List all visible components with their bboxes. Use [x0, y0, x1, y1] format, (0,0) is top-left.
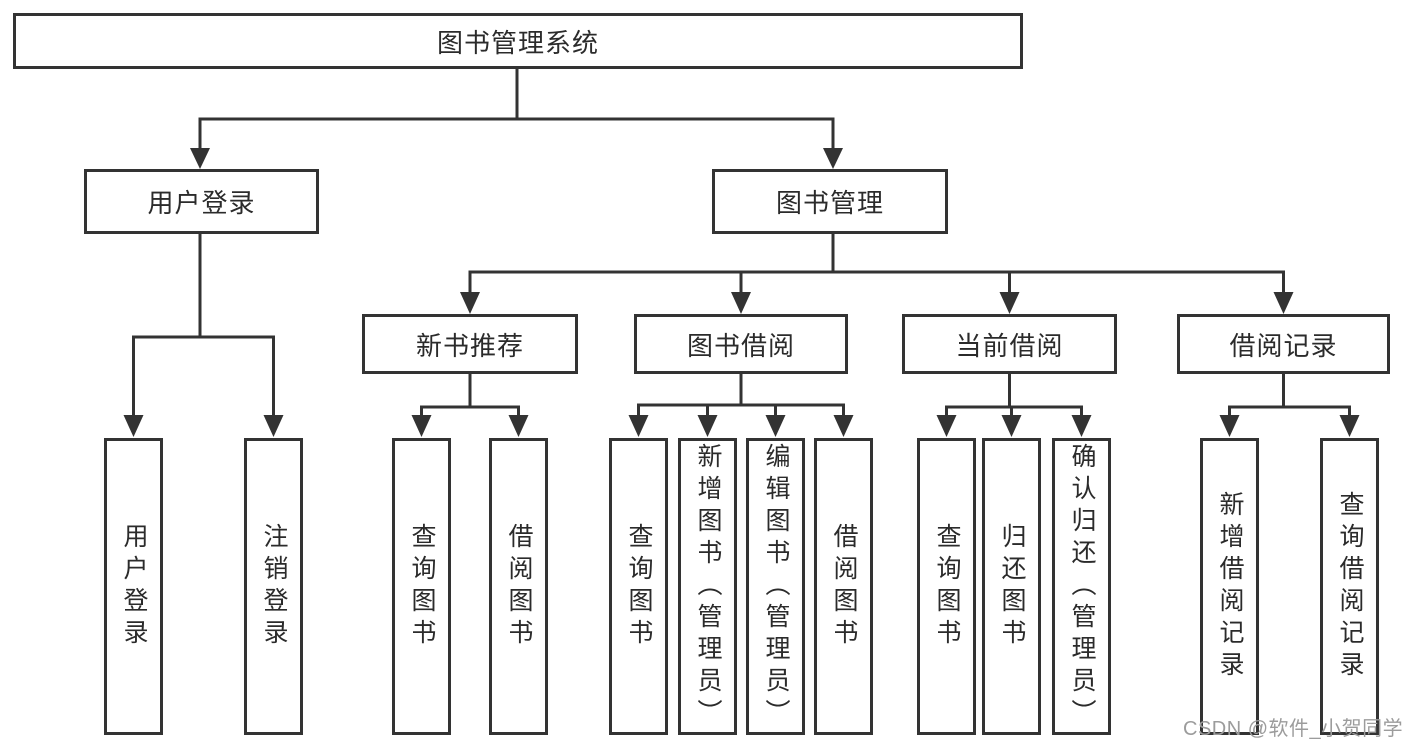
book-borrow-connectors	[628, 373, 854, 437]
node-book-mgmt: 图书管理	[712, 169, 948, 234]
node-new-book-recommend-label: 新书推荐	[415, 330, 524, 361]
borrow-records-connectors	[1219, 373, 1360, 437]
new-book-recommend-connectors	[411, 373, 529, 437]
leaf-query-books-recommend: 查询图书	[392, 438, 451, 735]
node-new-book-recommend: 新书推荐	[362, 314, 578, 374]
leaf-add-book-admin: 新增图书（管理员）	[678, 438, 737, 735]
node-current-borrow-label: 当前借阅	[955, 330, 1064, 361]
node-current-borrow: 当前借阅	[902, 314, 1117, 374]
node-root: 图书管理系统	[13, 13, 1023, 69]
root-connectors	[190, 69, 843, 169]
leaf-query-borrow-record: 查询借阅记录	[1320, 438, 1379, 735]
node-borrow-records: 借阅记录	[1177, 314, 1390, 374]
leaf-borrow-books: 借阅图书	[814, 438, 873, 735]
leaf-edit-book-admin: 编辑图书（管理员）	[746, 438, 805, 735]
leaf-query-books-borrow: 查询图书	[609, 438, 668, 735]
user-login-connectors	[123, 234, 284, 437]
csdn-watermark: CSDN @软件_小贺同学	[1183, 718, 1404, 740]
book-mgmt-connectors	[460, 234, 1294, 314]
leaf-borrow-books-recommend: 借阅图书	[489, 438, 548, 735]
node-user-login-label: 用户登录	[147, 188, 256, 218]
leaf-user-login: 用户登录	[104, 438, 163, 735]
node-user-login: 用户登录	[84, 169, 319, 234]
node-book-borrow-label: 图书借阅	[686, 330, 795, 361]
node-borrow-records-label: 借阅记录	[1229, 330, 1338, 361]
leaf-query-books-current: 查询图书	[917, 438, 976, 735]
leaf-add-borrow-record: 新增借阅记录	[1200, 438, 1259, 735]
leaf-logout-login: 注销登录	[244, 438, 303, 735]
leaf-confirm-return-admin: 确认归还（管理员）	[1052, 438, 1111, 735]
node-root-label: 图书管理系统	[436, 27, 599, 58]
leaf-return-books: 归还图书	[982, 438, 1041, 735]
node-book-borrow: 图书借阅	[634, 314, 848, 374]
current-borrow-connectors	[936, 373, 1092, 437]
node-book-mgmt-label: 图书管理	[775, 188, 884, 218]
